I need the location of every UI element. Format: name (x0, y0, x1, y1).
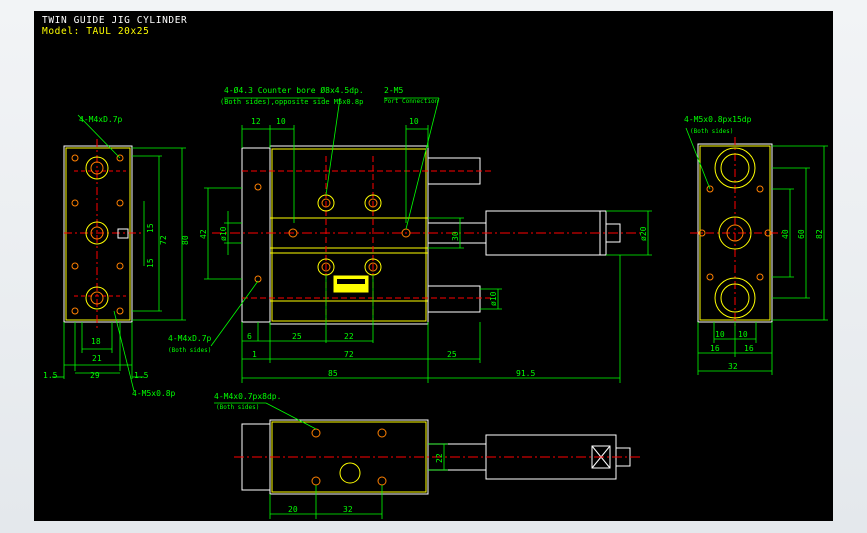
bottom-thread-callout: 4-M4x0.7px8dp. (214, 392, 281, 401)
left-callout-top: 4-M4xD.7p (79, 115, 123, 124)
dim-16b: 16 (744, 344, 754, 353)
dim-72-left: 72 (159, 235, 168, 245)
dim-10a: 10 (276, 117, 286, 126)
dim-16a: 16 (710, 344, 720, 353)
dim-60: 60 (797, 229, 806, 239)
dim-15a: 15 (146, 223, 155, 233)
right-end-view: 4-M5x0.8px15dp (Both sides) 40 60 82 10 … (684, 115, 828, 375)
dim-10-right-b: 10 (738, 330, 748, 339)
dim-22-bottom: 22 (435, 453, 444, 463)
dim-22: 22 (344, 332, 354, 341)
dim-1: 1 (252, 350, 257, 359)
dim-25b: 25 (447, 350, 457, 359)
dim-42: 42 (199, 229, 208, 239)
dim-25a: 25 (292, 332, 302, 341)
dim-phi10b: ø10 (489, 291, 498, 306)
drawing-model: Model: TAUL 20x25 (42, 26, 150, 37)
right-thread-note: (Both sides) (690, 128, 733, 135)
side-thread-note: (Both sides) (168, 347, 211, 354)
cad-viewport[interactable]: TWIN GUIDE JIG CYLINDER Model: TAUL 20x2… (34, 11, 833, 521)
dim-30: 30 (451, 231, 460, 241)
left-end-view: 4-M4xD.7p 4-M5x0.8p 15 15 72 80 18 21 29… (43, 114, 190, 398)
cad-drawing: 4-M4xD.7p 4-M5x0.8p 15 15 72 80 18 21 29… (43, 85, 828, 519)
dim-21: 21 (92, 354, 102, 363)
dim-1-5b: 1.5 (134, 371, 149, 380)
counter-bore-note: (Both sides),opposite side M5x0.8p (220, 98, 363, 106)
dim-82: 82 (815, 229, 824, 239)
main-side-view: 4-Ø4.3 Counter bore Ø8x4.5dp. (Both side… (168, 85, 652, 383)
side-thread-callout: 4-M4xD.7p (168, 334, 212, 343)
left-callout-bottom: 4-M5x0.8p (132, 389, 176, 398)
right-thread-callout: 4-M5x0.8px15dp (684, 115, 752, 124)
dim-91-5: 91.5 (516, 369, 535, 378)
drawing-title: TWIN GUIDE JIG CYLINDER (42, 15, 188, 26)
bottom-view: 4-M4x0.7px8dp. (Both sides) 22 20 32 (214, 392, 640, 519)
dim-32-right: 32 (728, 362, 738, 371)
counter-bore-callout: 4-Ø4.3 Counter bore Ø8x4.5dp. (224, 85, 364, 95)
dim-29: 29 (90, 371, 100, 380)
dim-12: 12 (251, 117, 261, 126)
dim-1-5a: 1.5 (43, 371, 58, 380)
bottom-thread-note: (Both sides) (216, 404, 259, 411)
dim-15b: 15 (146, 258, 155, 268)
dim-6: 6 (247, 332, 252, 341)
dim-72-main: 72 (344, 350, 354, 359)
dim-80-left: 80 (181, 235, 190, 245)
port-note: Port Connection (384, 98, 439, 105)
dim-10-right-a: 10 (715, 330, 725, 339)
dim-18: 18 (91, 337, 101, 346)
dim-phi20: ø20 (639, 226, 648, 241)
dim-10b: 10 (409, 117, 419, 126)
dim-40: 40 (781, 229, 790, 239)
dim-32-bottom: 32 (343, 505, 353, 514)
dim-phi10: ø10 (219, 226, 228, 241)
dim-20: 20 (288, 505, 298, 514)
port-callout: 2-M5 (384, 86, 403, 95)
dim-85: 85 (328, 369, 338, 378)
